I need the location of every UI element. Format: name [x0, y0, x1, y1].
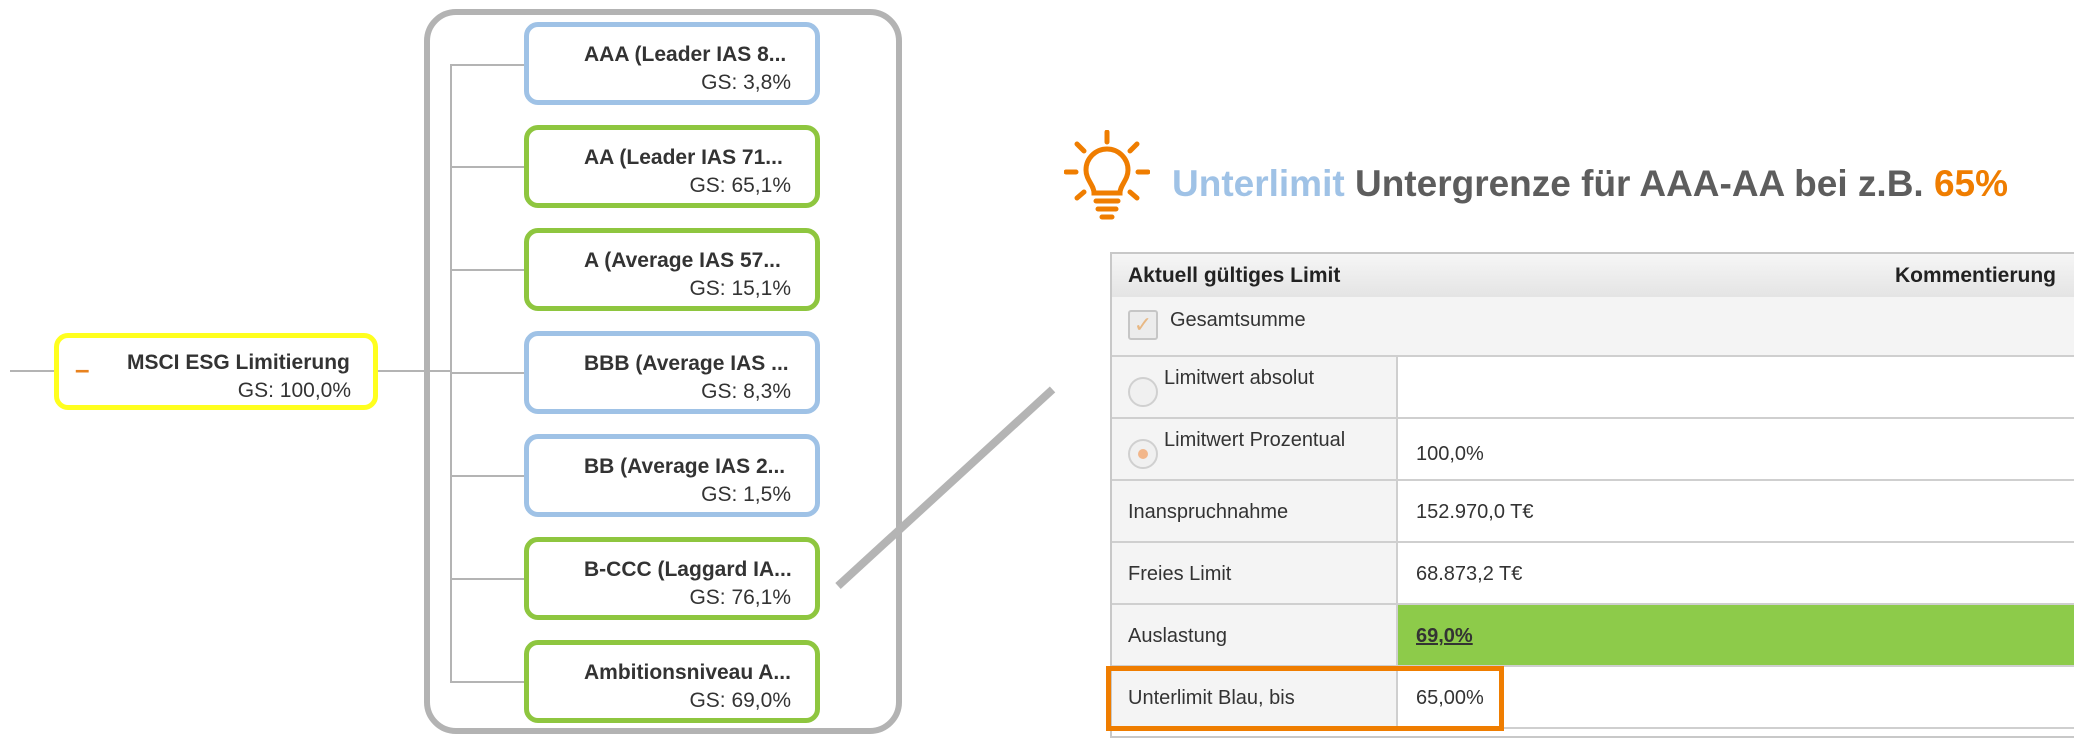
tree-branch-line — [450, 681, 526, 683]
row-value-cell — [1398, 357, 2074, 417]
lightbulb-icon — [1064, 130, 1150, 220]
limitwert-absolut-radio[interactable] — [1128, 377, 1158, 407]
row-label-cell: Limitwert absolut — [1112, 357, 1398, 417]
auslastung-link[interactable]: 69,0% — [1416, 625, 1473, 647]
node-title: BBB (Average IAS ... — [584, 352, 789, 375]
heading-percent: 65% — [1933, 163, 2009, 204]
node-title: A (Average IAS 57... — [584, 249, 781, 272]
page-heading: Unterlimit Untergrenze für AAA-AA bei z.… — [1172, 163, 2008, 205]
node-share: GS: 100,0% — [237, 379, 351, 402]
limitwert-prozentual-radio[interactable] — [1128, 439, 1158, 469]
row-label: Unterlimit Blau, bis — [1128, 687, 1295, 709]
row-label: Inanspruchnahme — [1128, 501, 1289, 523]
row-gesamtsumme: ✓ Gesamtsumme — [1112, 297, 2074, 357]
node-share: GS: 15,1% — [689, 277, 791, 300]
limit-panel: Aktuell gültiges Limit Kommentierung ✓ G… — [1110, 252, 2074, 738]
heading-main: Untergrenze für AAA-AA bei z.B. — [1354, 163, 1924, 204]
tree-node-aa[interactable]: AA (Leader IAS 71... GS: 65,1% — [524, 125, 820, 208]
node-share: GS: 65,1% — [689, 174, 791, 197]
row-value-cell: 100,0% — [1398, 419, 2074, 479]
tree-node-b-ccc[interactable]: B-CCC (Laggard IA... GS: 76,1% — [524, 537, 820, 620]
node-title: MSCI ESG Limitierung — [127, 351, 350, 374]
row-auslastung: Auslastung 69,0% — [1112, 605, 2074, 667]
radio-selected-dot — [1138, 449, 1148, 459]
row-unterlimit-blau: Unterlimit Blau, bis 65,00% — [1112, 667, 2074, 729]
row-value: 100,0% — [1416, 443, 1484, 465]
row-value: 152.970,0 T€ — [1416, 501, 1534, 523]
tree-branch-line — [450, 578, 526, 580]
tree-node-bb[interactable]: BB (Average IAS 2... GS: 1,5% — [524, 434, 820, 517]
row-limitwert-prozentual: Limitwert Prozentual 100,0% — [1112, 419, 2074, 481]
tree-branch-line — [450, 64, 526, 66]
row-label-cell: Auslastung — [1112, 605, 1398, 665]
row-label: Gesamtsumme — [1170, 309, 1306, 331]
tree-stub-line — [10, 370, 54, 372]
row-freies-limit: Freies Limit 68.873,2 T€ — [1112, 543, 2074, 605]
child-group-frame — [424, 9, 902, 734]
node-share: GS: 69,0% — [689, 689, 791, 712]
collapse-icon[interactable]: – — [75, 354, 90, 384]
tree-node-a[interactable]: A (Average IAS 57... GS: 15,1% — [524, 228, 820, 311]
panel-header-title: Aktuell gültiges Limit — [1128, 264, 1341, 287]
node-share: GS: 76,1% — [689, 586, 791, 609]
row-label: Limitwert Prozentual — [1164, 429, 1346, 451]
row-value-cell: 65,00% — [1398, 667, 2074, 727]
row-label: Auslastung — [1128, 625, 1227, 647]
row-value-cell: 68.873,2 T€ — [1398, 543, 2074, 603]
unterlimit-highlight — [1106, 666, 1504, 731]
panel-header: Aktuell gültiges Limit Kommentierung — [1112, 254, 2074, 299]
tree-root-connector — [378, 370, 450, 372]
tree-branch-line — [450, 475, 526, 477]
tree-branch-line — [450, 372, 526, 374]
node-title: AAA (Leader IAS 8... — [584, 43, 787, 66]
row-limitwert-absolut: Limitwert absolut — [1112, 357, 2074, 419]
tree-node-aaa[interactable]: AAA (Leader IAS 8... GS: 3,8% — [524, 22, 820, 105]
node-title: B-CCC (Laggard IA... — [584, 558, 792, 581]
tree-node-bbb[interactable]: BBB (Average IAS ... GS: 8,3% — [524, 331, 820, 414]
node-title: AA (Leader IAS 71... — [584, 146, 783, 169]
row-label-cell: Limitwert Prozentual — [1112, 419, 1398, 479]
row-label-cell: Freies Limit — [1112, 543, 1398, 603]
tree-branch-line — [450, 269, 526, 271]
node-share: GS: 3,8% — [701, 71, 791, 94]
tree-branch-line — [450, 166, 526, 168]
row-label-cell: Unterlimit Blau, bis — [1112, 667, 1398, 727]
heading-accent: Unterlimit — [1172, 163, 1345, 204]
gesamtsumme-checkbox[interactable]: ✓ — [1128, 310, 1158, 340]
auslastung-bar: 69,0% — [1398, 605, 2074, 665]
row-label: Limitwert absolut — [1164, 367, 1315, 389]
row-inanspruchnahme: Inanspruchnahme 152.970,0 T€ — [1112, 481, 2074, 543]
node-share: GS: 1,5% — [701, 483, 791, 506]
node-title: BB (Average IAS 2... — [584, 455, 786, 478]
row-value: 68.873,2 T€ — [1416, 563, 1523, 585]
node-share: GS: 8,3% — [701, 380, 791, 403]
tree-node-ambitionsniveau[interactable]: Ambitionsniveau A... GS: 69,0% — [524, 640, 820, 723]
row-value-cell: 152.970,0 T€ — [1398, 481, 2074, 541]
row-label-cell: Inanspruchnahme — [1112, 481, 1398, 541]
panel-header-comment: Kommentierung — [1894, 264, 2056, 287]
row-value: 65,00% — [1416, 687, 1484, 709]
row-label: Freies Limit — [1128, 563, 1232, 585]
node-title: Ambitionsniveau A... — [584, 661, 791, 684]
tree-root-node[interactable]: – MSCI ESG Limitierung GS: 100,0% — [54, 333, 378, 410]
